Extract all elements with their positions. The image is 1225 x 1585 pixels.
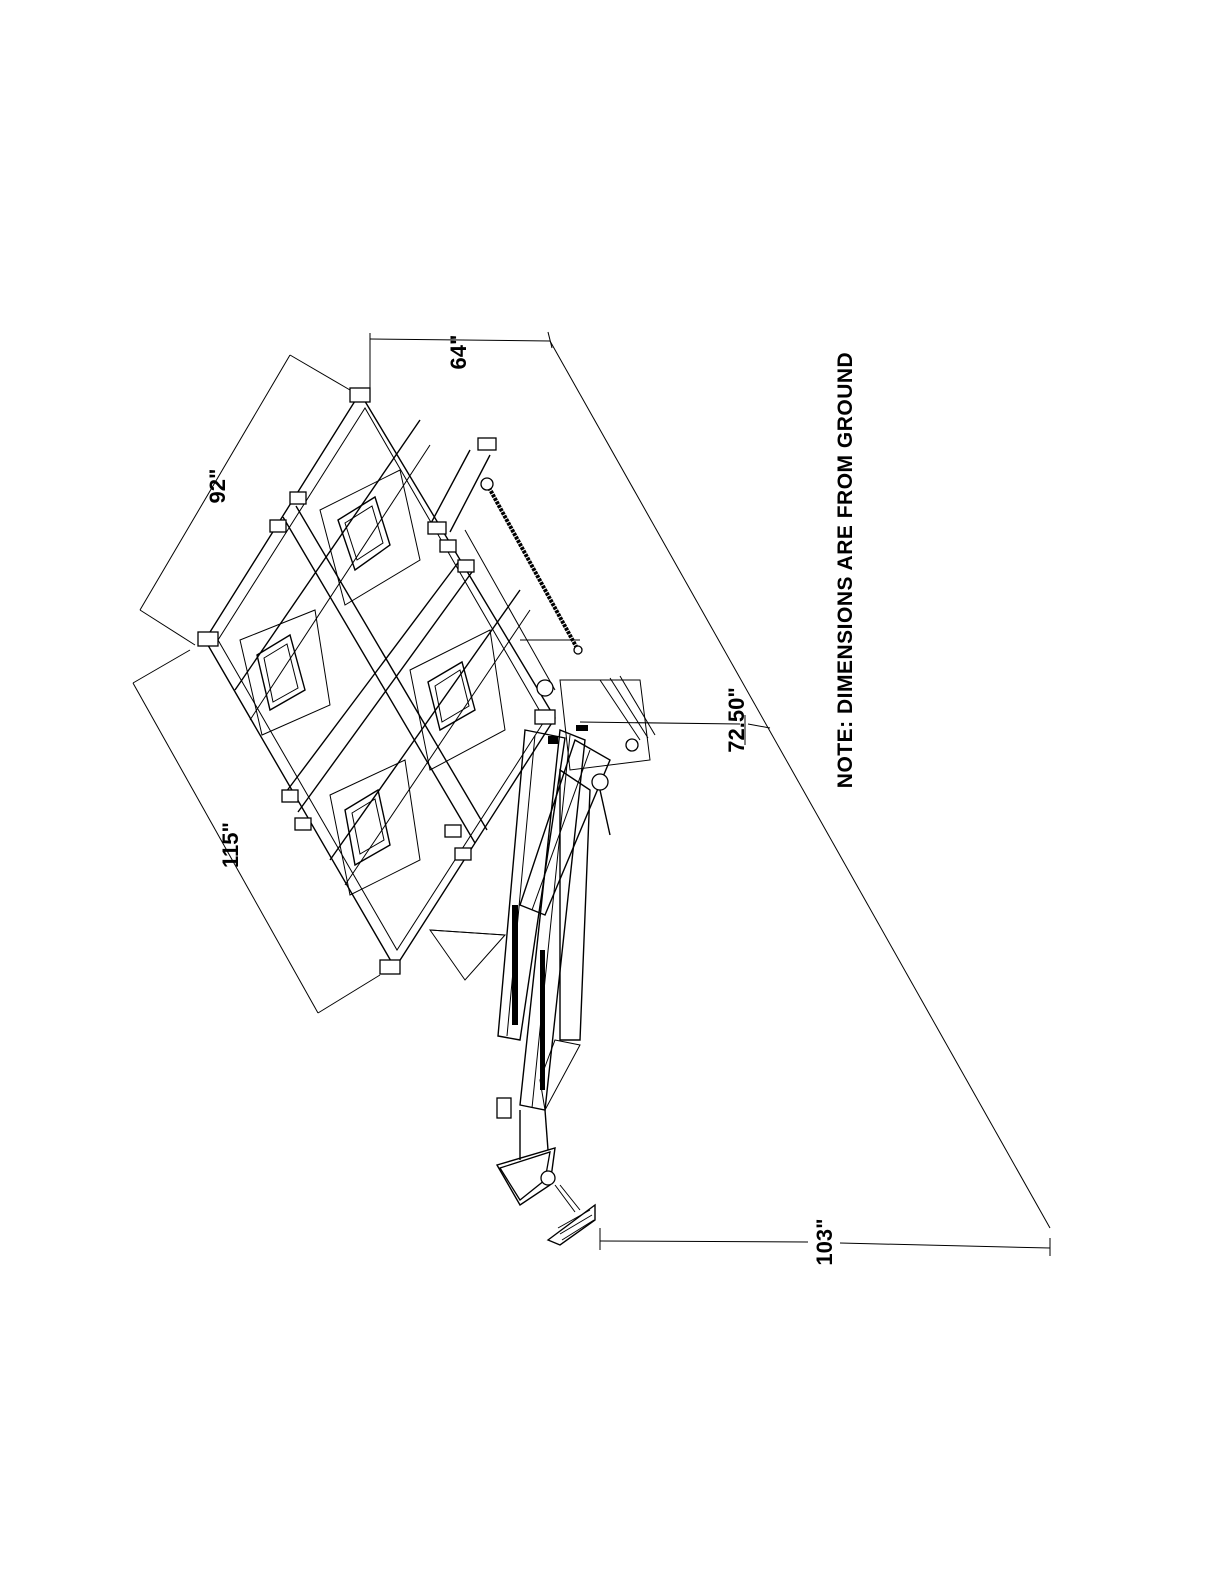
dimension-lines	[133, 332, 1050, 1256]
dimension-103-label: 103"	[812, 1218, 837, 1265]
dimension-115-label: 115"	[218, 822, 243, 868]
boom-arm	[430, 676, 655, 1110]
dimension-92-label: 92"	[205, 469, 230, 504]
foot-assembly	[497, 1098, 595, 1245]
dimension-labels: 64" 92" 115" 72.50" 103"	[205, 335, 837, 1266]
note-text: NOTE: DIMENSIONS ARE FROM GROUND	[834, 352, 857, 788]
frame-assembly	[198, 388, 555, 974]
side-rack	[428, 438, 582, 690]
dimension-72-50-label: 72.50"	[724, 687, 749, 752]
dimension-64-label: 64"	[446, 335, 471, 370]
